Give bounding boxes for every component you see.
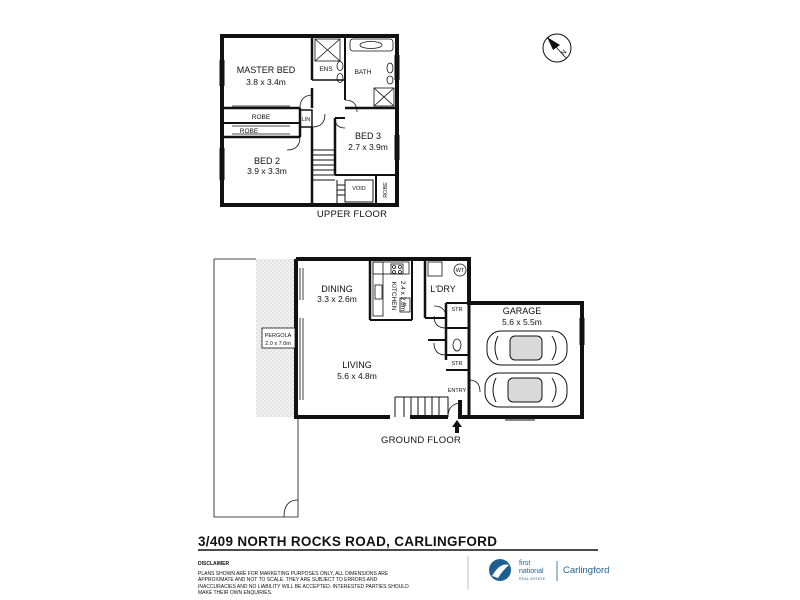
str-label: STR [452, 307, 463, 313]
dining-size: 3.3 x 2.6m [317, 294, 357, 304]
bed3-size: 2.7 x 3.9m [348, 142, 388, 152]
disclaimer-text: Plans shown are for marketing purposes o… [198, 571, 409, 596]
pergola-label: PERGOLA [265, 333, 292, 339]
brand-subtitle: REAL ESTATE [519, 577, 546, 581]
kitchen-label: KITCHEN [390, 282, 397, 311]
property-address: 3/409 NORTH ROCKS ROAD, CARLINGFORD [198, 534, 498, 549]
north-compass-icon [542, 33, 572, 63]
first-national-logo-icon [489, 559, 558, 581]
bed3-label: BED 3 [355, 131, 381, 141]
upper-floor-plan [219, 34, 400, 207]
garage-size: 5.6 x 5.5m [502, 317, 542, 327]
void-label: VOID [352, 186, 365, 192]
bed2-size: 3.9 x 3.3m [247, 166, 287, 176]
car-top-icon [484, 372, 568, 408]
bath-label: BATH [355, 69, 372, 76]
robe-label: ROBE [252, 114, 271, 121]
ground-floor-label: GROUND FLOOR [381, 435, 461, 446]
bed2-label: BED 2 [254, 156, 280, 166]
laundry-label: L'DRY [430, 284, 456, 294]
master-bed-label: MASTER BED [237, 65, 296, 75]
garage-label: GARAGE [503, 306, 542, 316]
pergola-size: 2.0 x 7.0m [265, 341, 291, 347]
dining-label: DINING [321, 284, 353, 294]
car-top-icon [486, 330, 568, 366]
ens-label: ENS [319, 66, 333, 73]
kitchen-size: 2.4 x 2.6m [399, 281, 406, 311]
upper-floor-label: UPPER FLOOR [317, 209, 387, 220]
brand-name-first: first [519, 560, 531, 567]
robe-label: ROBE [383, 182, 389, 198]
brand-office: Carlingford [563, 565, 610, 576]
brand-name-national: national [519, 568, 544, 575]
pergola-label-box [261, 327, 296, 349]
compass-north-label: N [560, 49, 569, 58]
master-bed-size: 3.8 x 3.4m [246, 77, 286, 87]
fridge-label: F [403, 303, 407, 309]
entry-arrow-icon [452, 420, 462, 433]
disclaimer-title: DISCLAIMER [198, 561, 230, 567]
str-label: STR [452, 361, 463, 367]
robe-label: ROBE [240, 128, 259, 135]
wt-label: WT [456, 268, 465, 274]
living-label: LIVING [342, 360, 372, 370]
living-size: 5.6 x 4.8m [337, 371, 377, 381]
entry-label: ENTRY [448, 388, 467, 394]
lin-label: LIN [302, 117, 311, 123]
